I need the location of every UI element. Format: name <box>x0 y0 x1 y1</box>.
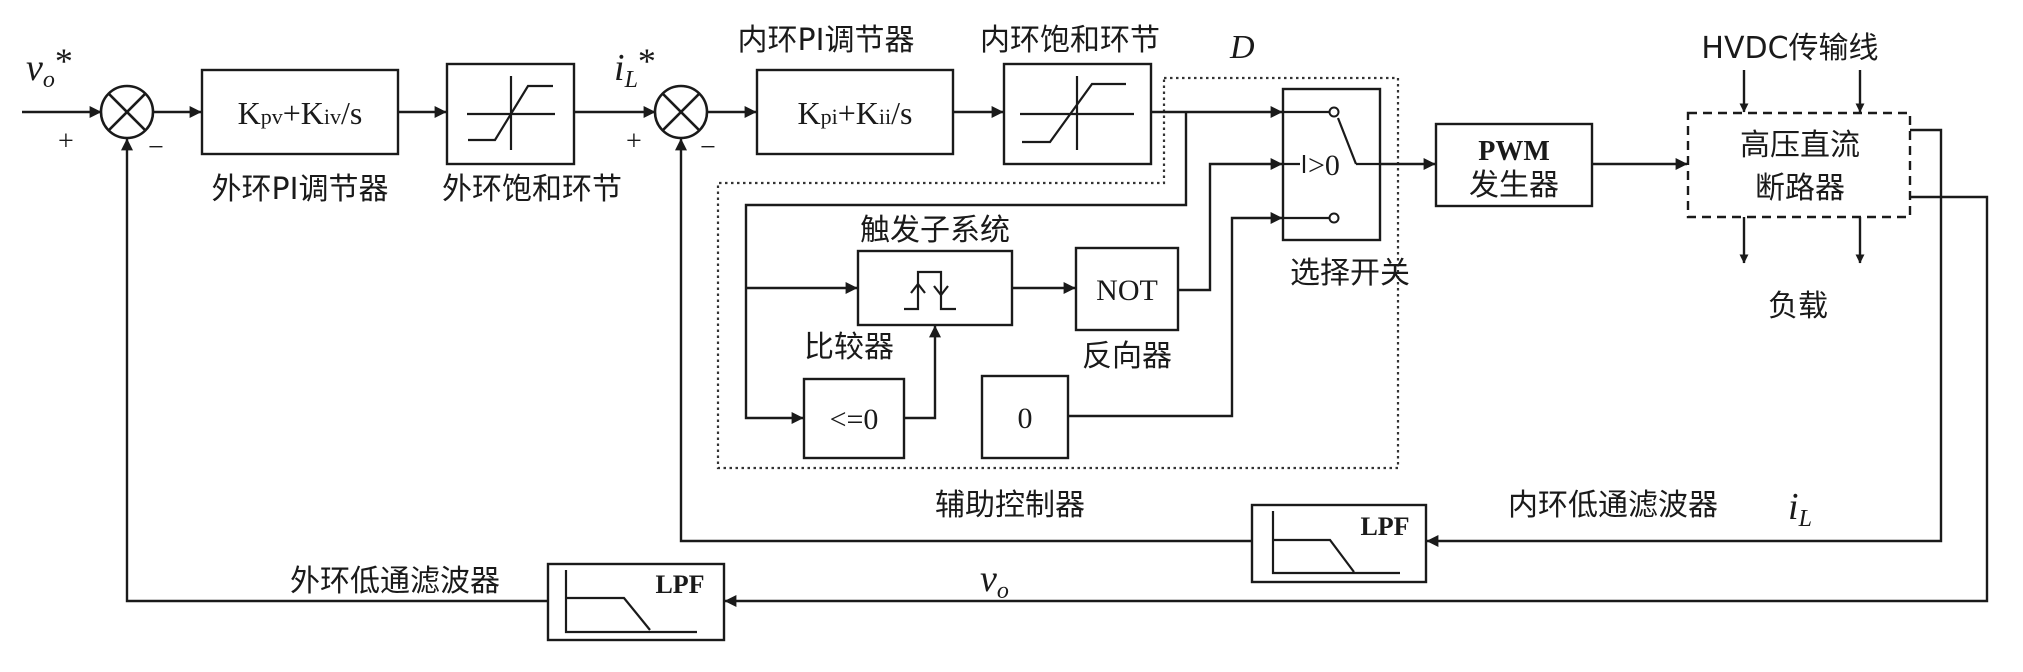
inverter-label: 反向器 <box>1082 339 1172 374</box>
inner-lpf-text: LPF <box>1360 512 1409 541</box>
selector-switch-label: 选择开关 <box>1290 256 1410 291</box>
wire-comparator-trigger <box>904 326 935 418</box>
outer-lpf-text: LPF <box>655 570 704 599</box>
vo-ref-label: vo* <box>26 41 73 93</box>
outer-saturation-label: 外环饱和环节 <box>442 172 622 207</box>
comparator-text: <=0 <box>830 403 879 436</box>
il-ref-label: iL* <box>614 41 656 93</box>
outer-pi-text: Kpv+Kiv/s <box>238 95 363 131</box>
outer-lpf-label: 外环低通滤波器 <box>290 564 500 599</box>
pwm-generator-label: 发生器 <box>1469 168 1559 203</box>
constant-zero-text: 0 <box>1018 402 1033 435</box>
inner-saturation-label: 内环饱和环节 <box>980 23 1160 58</box>
inner-minus-sign: − <box>700 132 716 163</box>
inner-pi-label: 内环PI调节器 <box>738 23 915 58</box>
outer-plus-sign: + <box>58 126 74 157</box>
outer-pi-label: 外环PI调节器 <box>212 172 389 207</box>
inner-lpf-label: 内环低通滤波器 <box>1508 488 1718 523</box>
outer-summing-junction <box>101 86 153 138</box>
inner-plus-sign: + <box>626 126 642 157</box>
trigger-subsystem-label: 触发子系统 <box>860 213 1010 248</box>
inverter-text: NOT <box>1096 274 1158 307</box>
wire-not-to-selector <box>1178 164 1282 290</box>
il-feedback-label: iL <box>1788 486 1812 532</box>
outer-minus-sign: − <box>148 132 164 163</box>
vo-feedback-label: vo <box>980 558 1009 604</box>
hvdc-line-label: HVDC传输线 <box>1701 31 1878 66</box>
load-label: 负载 <box>1768 289 1828 324</box>
breaker-line2: 断路器 <box>1755 171 1845 206</box>
inner-summing-junction <box>655 86 707 138</box>
comparator-label: 比较器 <box>804 330 894 365</box>
wire-vo-to-sum1 <box>127 139 548 601</box>
aux-controller-label: 辅助控制器 <box>935 488 1085 523</box>
inner-pi-text: Kpi+Kii/s <box>798 95 913 131</box>
pwm-text: PWM <box>1478 136 1550 167</box>
breaker-line1: 高压直流 <box>1740 128 1860 163</box>
selector-condition: >0 <box>1308 149 1340 182</box>
duty-label: D <box>1229 29 1255 66</box>
